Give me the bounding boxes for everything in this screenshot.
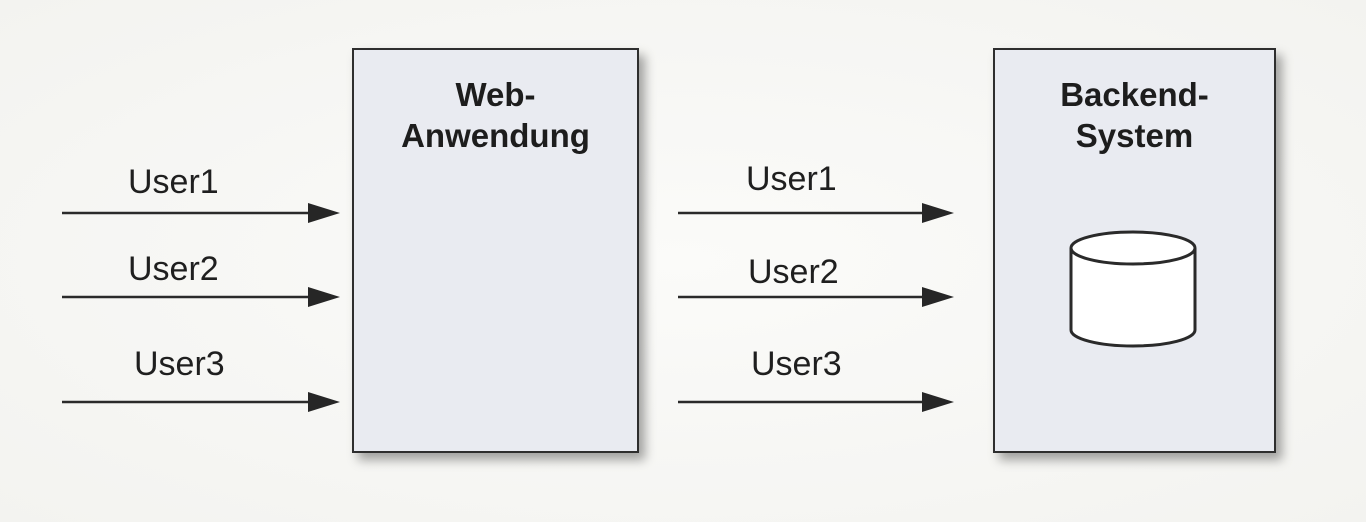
right-user2-label: User2	[748, 253, 839, 291]
backend-system-title: Backend- System	[1060, 76, 1209, 154]
web-application-title: Web- Anwendung	[401, 76, 590, 154]
arrowhead-left-user2	[308, 287, 340, 307]
right-user1-label: User1	[746, 160, 837, 198]
backend-system-box: Backend- System	[993, 48, 1276, 453]
left-user2-label: User2	[128, 250, 219, 288]
web-application-box: Web- Anwendung	[352, 48, 639, 453]
right-user3-label: User3	[751, 345, 842, 383]
database-icon	[1069, 230, 1197, 348]
arrowhead-right-user1	[922, 203, 954, 223]
arrowhead-left-user1	[308, 203, 340, 223]
arrowhead-left-user3	[308, 392, 340, 412]
arrowhead-right-user3	[922, 392, 954, 412]
arrowhead-right-user2	[922, 287, 954, 307]
left-user1-label: User1	[128, 163, 219, 201]
left-user3-label: User3	[134, 345, 225, 383]
